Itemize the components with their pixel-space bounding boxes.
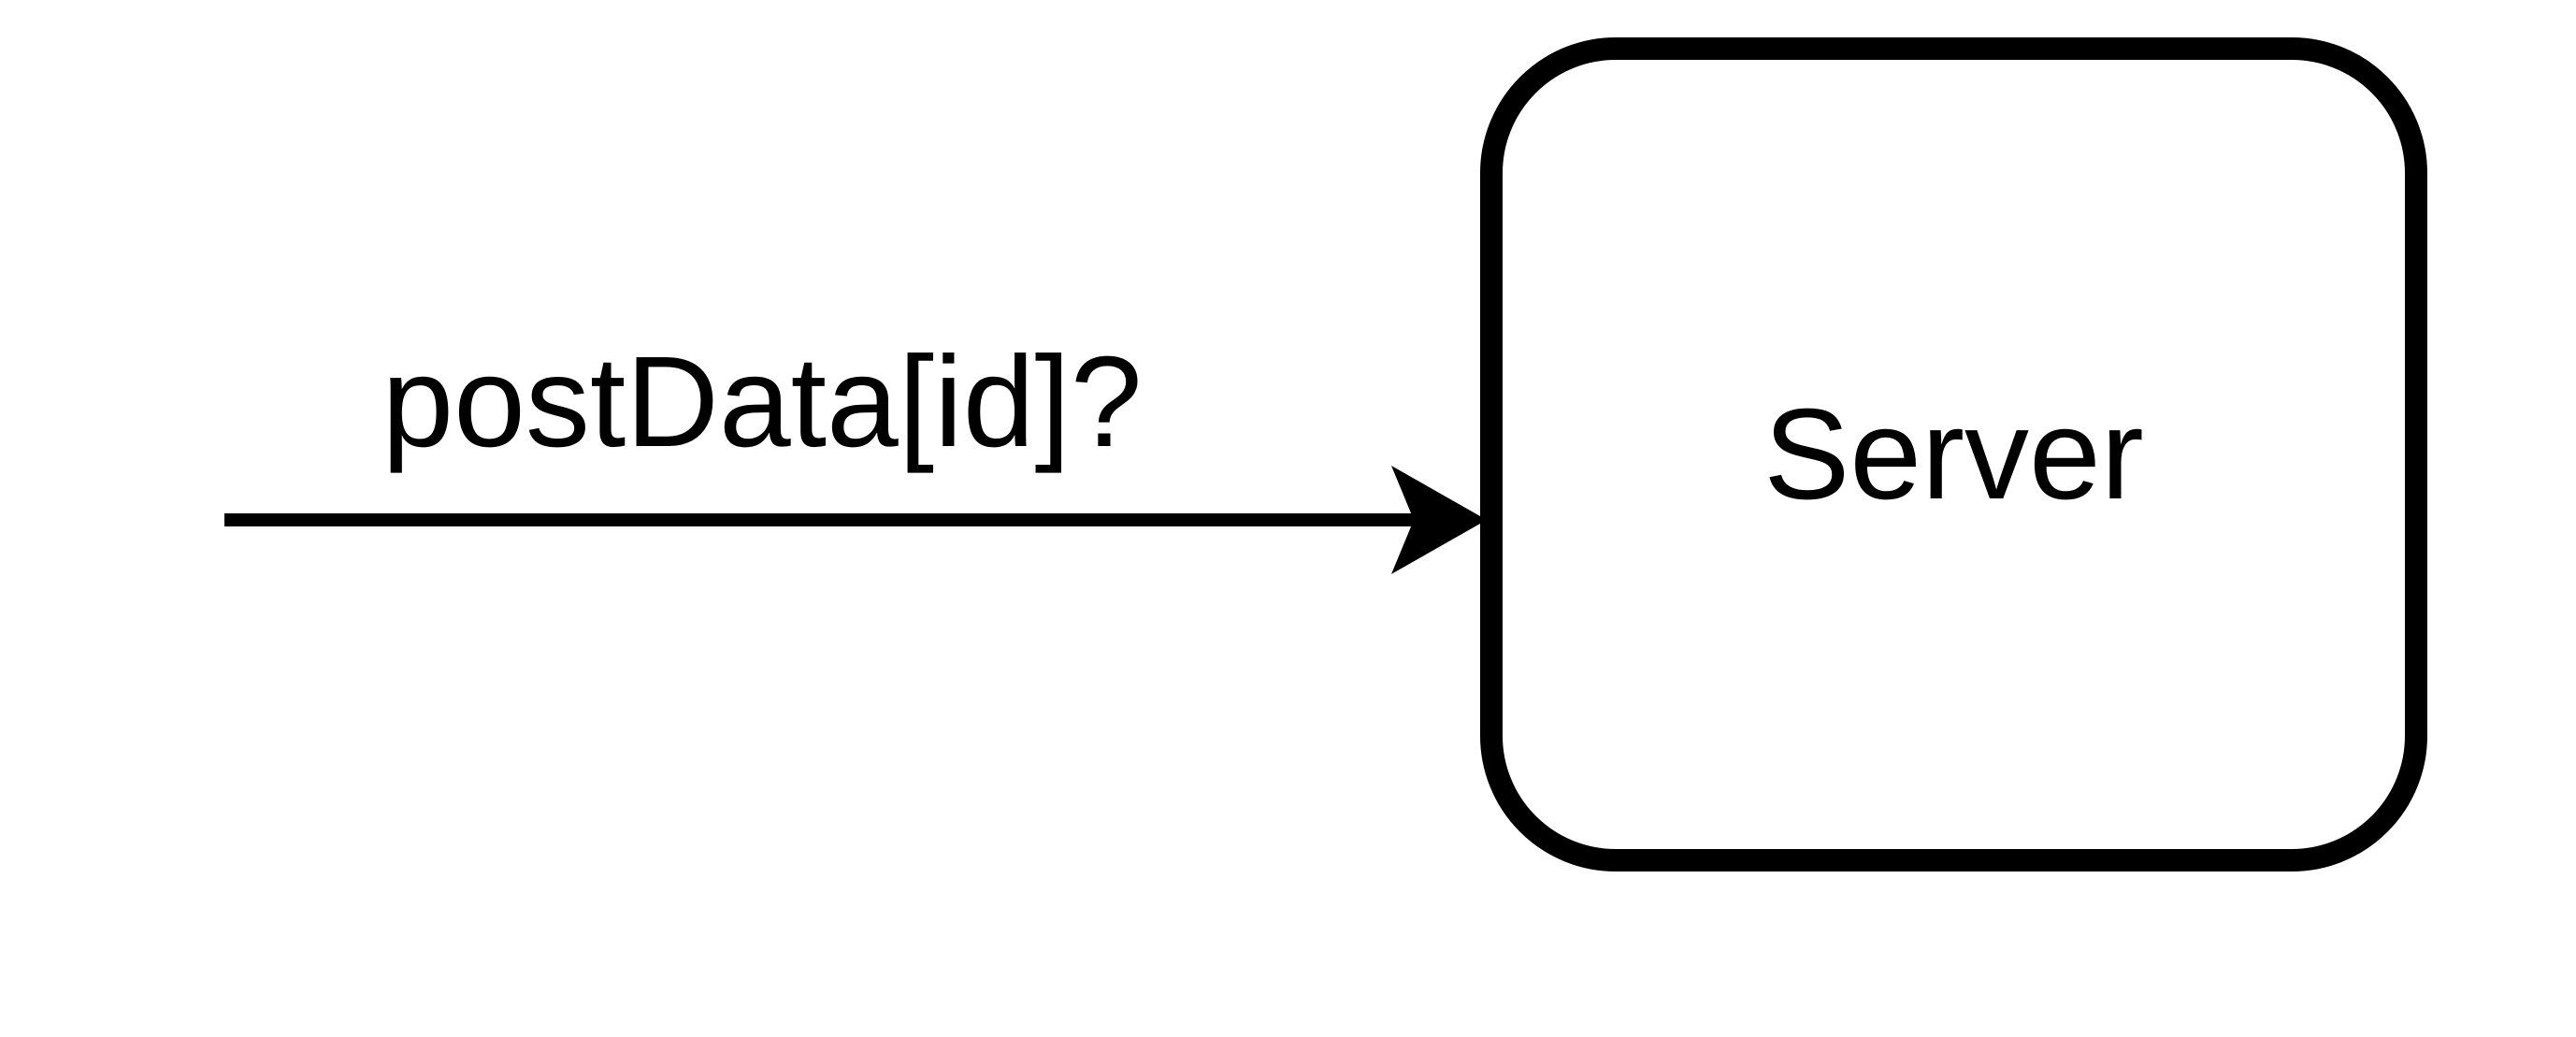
message-label: postData[id]? — [381, 330, 1143, 474]
server-label: Server — [1763, 382, 2144, 526]
message-arrowhead — [1391, 466, 1487, 574]
server-node: Server — [1480, 37, 2427, 871]
